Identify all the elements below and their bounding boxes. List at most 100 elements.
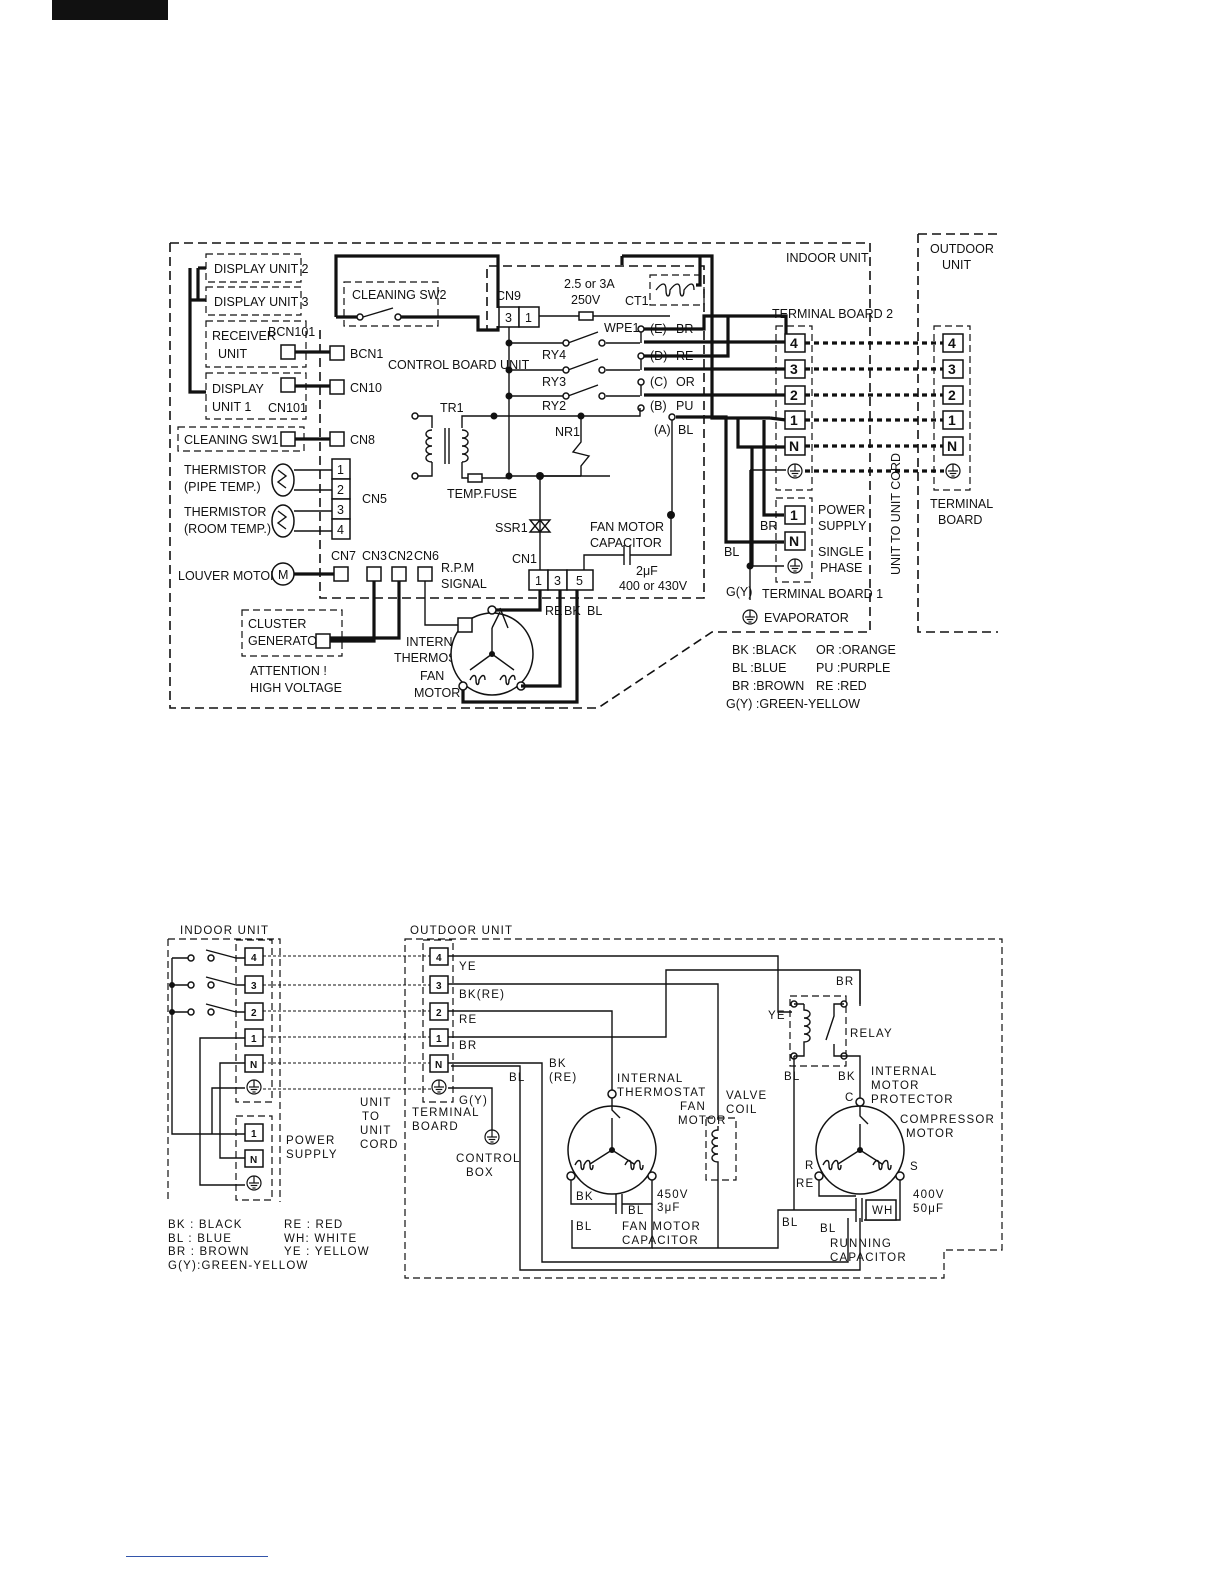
fuse-label-2: 250V	[571, 293, 601, 307]
cn1-label: CN1	[512, 552, 537, 566]
d2-relay-label: RELAY	[850, 1028, 893, 1040]
tb2-pin-3: 3	[790, 361, 798, 377]
d2-ps-pin-n: N	[250, 1155, 257, 1166]
d2-relay-br: BR	[836, 976, 854, 988]
legend-2-re: RE : RED	[284, 1219, 343, 1231]
wire-color-b: PU	[676, 399, 693, 413]
cn9-connector: 3 1	[498, 306, 540, 328]
gy-label: G(Y)	[726, 585, 752, 599]
terminal-board-2-pins: 4 3 2 1 N	[784, 333, 806, 479]
bcn101-label: BCN101	[268, 325, 315, 339]
d2-terminal-label-2: BOARD	[412, 1121, 459, 1133]
cap-value-label-2: 400 or 430V	[619, 579, 688, 593]
cn101-connector	[280, 377, 296, 393]
d2-bk-label-1: BK	[549, 1058, 567, 1070]
d2-ps-pin-1: 1	[251, 1129, 257, 1140]
d2-r-label: R	[805, 1160, 815, 1172]
bcn101-connector	[280, 344, 296, 360]
single-phase-label-2: PHASE	[820, 561, 862, 575]
legend-2-bl: BL : BLUE	[168, 1233, 232, 1245]
d2-run-cap-label-2: CAPACITOR	[830, 1252, 907, 1264]
d2-run-cap-label-1: RUNNING	[830, 1238, 892, 1250]
tr1-label: TR1	[440, 401, 464, 415]
wire-color-c: OR	[676, 375, 695, 389]
thermistor-room-symbol	[271, 504, 295, 538]
cn7-label: CN7	[331, 549, 356, 563]
thermistor-pipe-label-2: (PIPE TEMP.)	[184, 480, 261, 494]
ry2-label: RY2	[542, 399, 566, 413]
d2-run-bl-1: BL	[782, 1217, 798, 1229]
tb2-pin-n: N	[789, 438, 799, 454]
d2-comp-label-1: COMPRESSOR	[900, 1114, 995, 1126]
d2-fan-motor-label-1: FAN	[680, 1101, 706, 1113]
cn7-connector	[333, 566, 349, 582]
cn5-label: CN5	[362, 492, 387, 506]
cleaning-sw1-connector	[280, 431, 296, 447]
wire-point-b: (B)	[650, 399, 667, 413]
cn6-connector	[417, 566, 433, 582]
d2-run-bl-2: BL	[820, 1223, 836, 1235]
cn1-pin-5: 5	[576, 574, 583, 588]
br-label: BR	[760, 519, 777, 533]
display-unit-1-label-1: DISPLAY	[212, 382, 265, 396]
receiver-unit-box	[205, 320, 307, 368]
d2-bk-label-2: (RE)	[549, 1072, 577, 1084]
ot-pin-1: 1	[948, 412, 956, 428]
cleaning-sw1-label: CLEANING SW1	[184, 433, 279, 447]
cn101-label: CN101	[268, 401, 307, 415]
attention-label-2: HIGH VOLTAGE	[250, 681, 342, 695]
d2-s-label: S	[910, 1161, 919, 1173]
thermistor-room-label-2: (ROOM TEMP.)	[184, 522, 271, 536]
outdoor-unit-label-1: OUTDOOR	[930, 242, 994, 256]
d2-outdoor-frame	[404, 938, 1003, 1279]
d2-comp-label-2: MOTOR	[906, 1128, 955, 1140]
cn5-pin-2: 2	[337, 483, 344, 497]
d2-relay-bk: BK	[838, 1071, 856, 1083]
wpe1-label: WPE1	[604, 321, 639, 335]
cleaning-sw2-label: CLEANING SW2	[352, 288, 447, 302]
d2-relay-box	[789, 995, 847, 1067]
d2-run-v2: 50μF	[913, 1203, 944, 1215]
louver-motor-m: M	[278, 568, 288, 582]
d2-wire-br: BR	[459, 1040, 477, 1052]
cn8-connector	[329, 431, 345, 447]
d2-out-pin-4: 4	[436, 953, 442, 964]
cn1-color-bl: BL	[587, 604, 602, 618]
ot-pin-2: 2	[948, 387, 956, 403]
d2-fan-cap-label-1: FAN MOTOR	[622, 1221, 701, 1233]
single-phase-label-1: SINGLE	[818, 545, 864, 559]
cn3-connector	[366, 566, 382, 582]
fan-motor-label-1: FAN	[420, 669, 444, 683]
legend-2-gy: G(Y):GREEN-YELLOW	[168, 1260, 309, 1272]
ot-pin-4: 4	[948, 335, 956, 351]
d2-imp-label-1: INTERNAL	[871, 1066, 937, 1078]
d2-cord-label-1: UNIT	[360, 1097, 392, 1109]
temp-fuse-label: TEMP.FUSE	[447, 487, 517, 501]
ct1-label: CT1	[625, 294, 649, 308]
d2-imp-label-3: PROTECTOR	[871, 1094, 954, 1106]
tb1-pin-n: N	[789, 533, 799, 549]
d2-fan-thermo-label-2: THERMOSTAT	[617, 1087, 707, 1099]
cleaning-sw2-box	[343, 281, 439, 327]
indoor-unit-boundary	[169, 242, 871, 709]
cn5-pin-3: 3	[337, 503, 344, 517]
louver-motor-label: LOUVER MOTOR	[178, 569, 279, 583]
cn5-pin-1: 1	[337, 463, 344, 477]
indoor-unit-label: INDOOR UNIT	[786, 251, 869, 265]
d2-out-pin-3: 3	[436, 981, 442, 992]
d2-imp-label-2: MOTOR	[871, 1080, 920, 1092]
d2-cord-label-2: TO	[362, 1111, 380, 1123]
d2-indoor-frame	[167, 938, 281, 1202]
legend-1-br: BR :BROWN	[732, 679, 804, 693]
d2-indoor-terminal-box	[235, 939, 273, 1103]
legend-1-re: RE :RED	[816, 679, 867, 693]
d2-cap-v2: 3μF	[657, 1202, 681, 1214]
d2-wire-ye: YE	[459, 961, 477, 973]
d2-fan-bl: BL	[628, 1205, 644, 1217]
d2-wire-bl: BL	[509, 1072, 525, 1084]
cluster-generator-box	[241, 609, 343, 657]
cn1-color-bk: BK	[564, 604, 581, 618]
ssr1-label: SSR1	[495, 521, 528, 535]
page-corner-tab	[52, 0, 168, 20]
cn2-connector	[391, 566, 407, 582]
